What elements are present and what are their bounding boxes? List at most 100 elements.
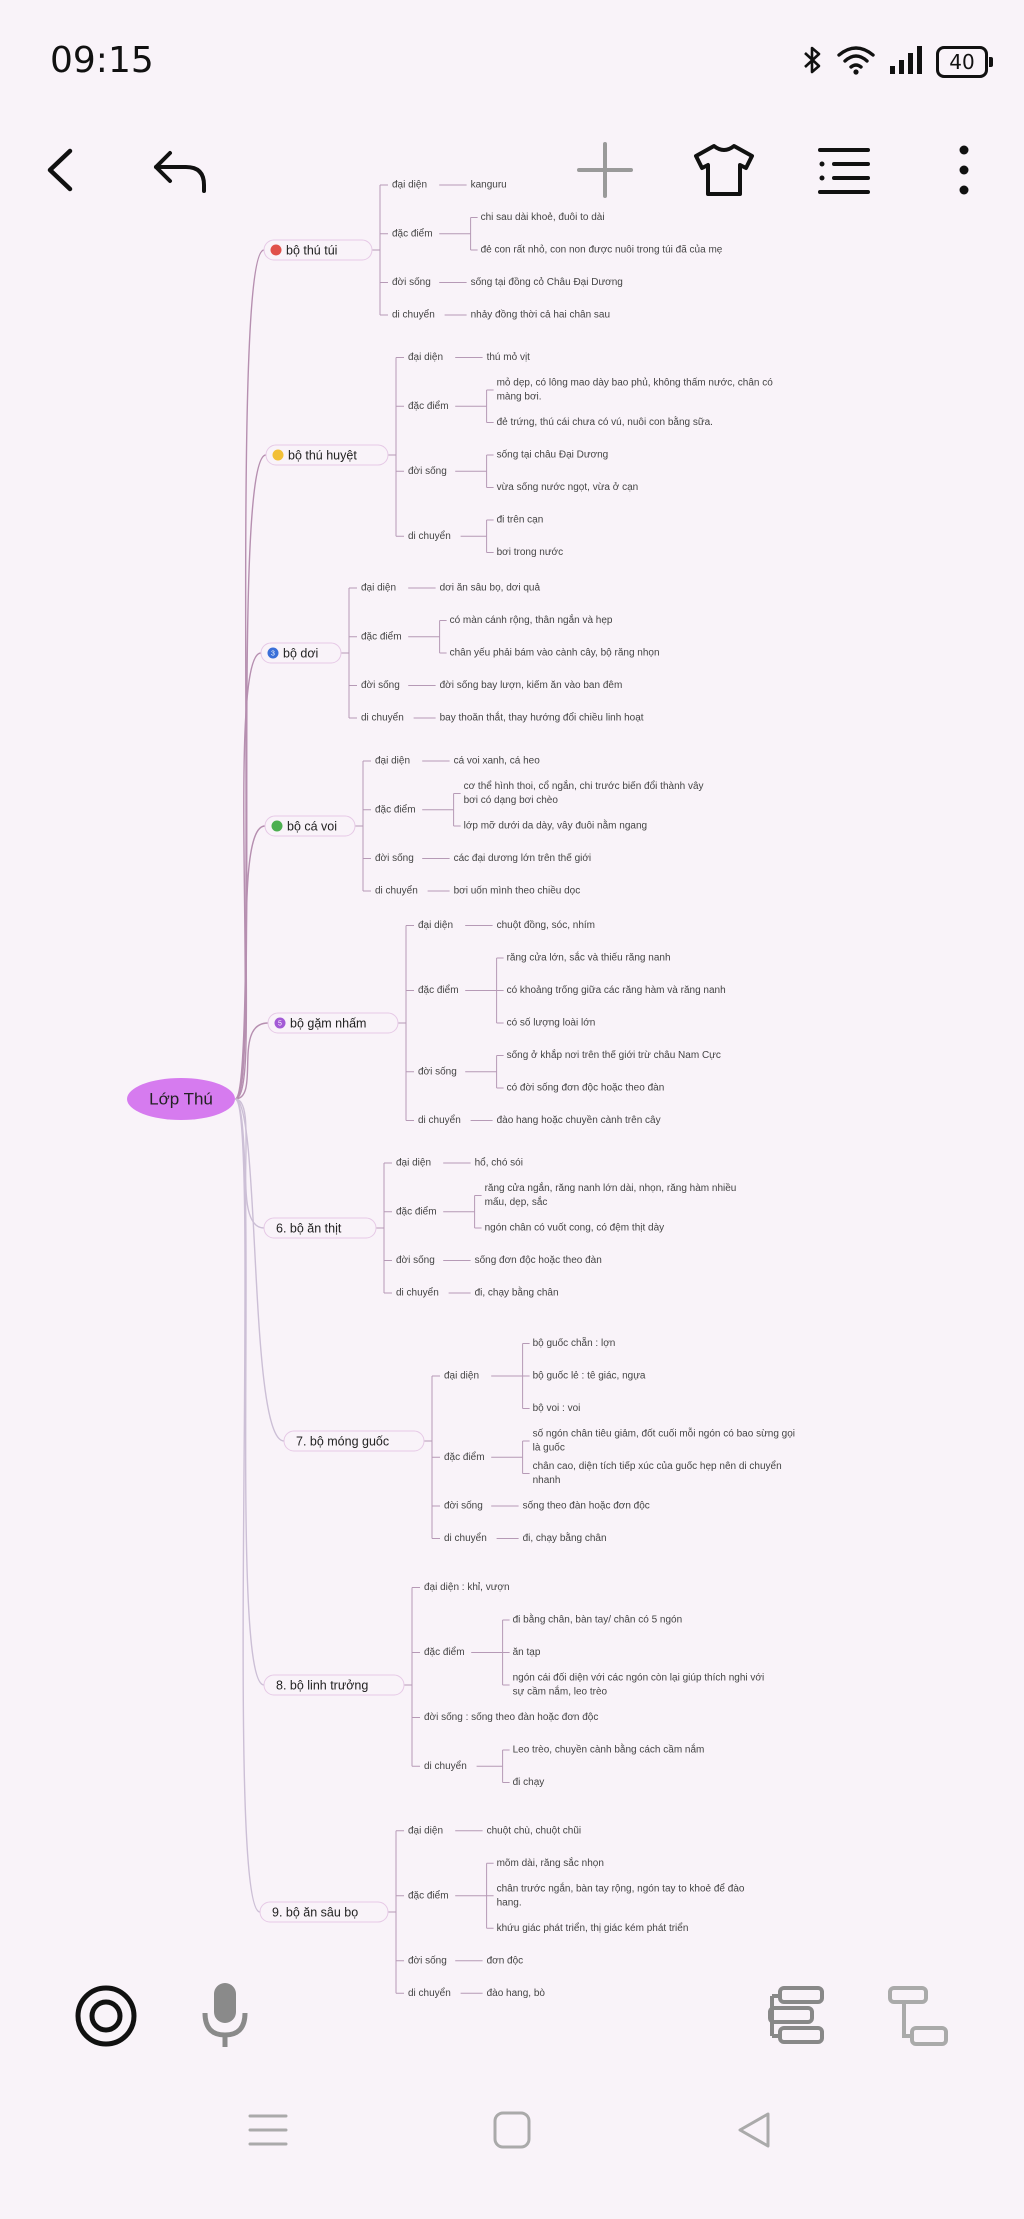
- branch-node[interactable]: [263, 239, 373, 261]
- branch-node[interactable]: [264, 815, 356, 837]
- branch-node[interactable]: [283, 1430, 425, 1452]
- child-leaf-connector: [443, 1195, 476, 1228]
- leaf-label: Leo trèo, chuyền cành bằng cách cầm nắm: [513, 1743, 705, 1756]
- layout-icon: [768, 1986, 824, 2044]
- status-bar: 09:15 40: [0, 0, 1024, 120]
- leaf-label: răng cửa lớn, sắc và thiếu răng nanh: [507, 951, 671, 964]
- branch-node[interactable]: [263, 1217, 377, 1239]
- bluetooth-icon: [802, 44, 824, 81]
- child-leaf-connector: [476, 1750, 504, 1783]
- child-leaf-connector: [465, 958, 498, 1023]
- leaf-label: kanguru: [471, 180, 507, 191]
- voice-button[interactable]: [185, 1976, 265, 2056]
- root-branch-connector: [234, 825, 266, 1100]
- structure-icon: [888, 1986, 948, 2046]
- leaf-label: mõm dài, răng sắc nhọn: [497, 1856, 604, 1869]
- branch-child-connector: [424, 1376, 433, 1539]
- child-label: di chuyển: [408, 1987, 451, 1999]
- child-label: đời sống: [396, 1254, 435, 1266]
- child-label: đại diện: [361, 583, 396, 594]
- branch-child-connector: [398, 925, 407, 1121]
- child-label: đời sống: [361, 679, 400, 691]
- signal-icon: [888, 44, 924, 81]
- target-icon: [75, 1985, 137, 2047]
- root-branch-connector: [234, 652, 262, 1100]
- child-label: di chuyển: [424, 1760, 467, 1772]
- child-label: đại diện : khỉ, vượn: [424, 1581, 510, 1593]
- child-leaf-connector: [455, 455, 488, 488]
- branch-node[interactable]: [260, 642, 342, 664]
- child-label: đại diện: [396, 1158, 431, 1169]
- leaf-label: nhanh: [533, 1475, 561, 1486]
- more-button[interactable]: [924, 130, 1004, 210]
- theme-button[interactable]: [684, 130, 764, 210]
- nav-home-button[interactable]: [482, 2100, 542, 2160]
- leaf-label: thú mỏ vịt: [487, 351, 531, 363]
- child-label: đại diện: [444, 1371, 479, 1382]
- nav-menu-button[interactable]: [238, 2100, 298, 2160]
- root-branch-connector: [234, 1098, 265, 1686]
- leaf-label: đi trên cạn: [497, 515, 544, 526]
- branch-label: bộ thú túi: [286, 243, 337, 257]
- leaf-label: bộ guốc lẻ : tê giác, ngựa: [533, 1370, 646, 1382]
- home-icon: [493, 2111, 531, 2149]
- mindmap-connectors: [234, 184, 530, 1994]
- child-label: di chuyển: [375, 885, 418, 897]
- child-label: đại diện: [375, 756, 410, 767]
- root-branch-connector: [234, 1098, 261, 1913]
- nav-back-button[interactable]: [724, 2100, 784, 2160]
- root-label: Lớp Thú: [149, 1089, 213, 1108]
- branch-node[interactable]: [265, 444, 389, 466]
- branch-child-connector: [355, 761, 364, 891]
- child-label: đời sống : sống theo đàn hoặc đơn độc: [424, 1711, 598, 1723]
- outline-button[interactable]: [804, 130, 884, 210]
- branch-node[interactable]: [259, 1901, 389, 1923]
- leaf-label: mấu, dẹp, sắc: [485, 1195, 548, 1208]
- child-label: đặc điểm: [392, 227, 433, 239]
- leaf-label: đơn độc: [487, 1955, 524, 1966]
- root-branch-connector: [234, 1098, 285, 1442]
- leaf-label: bơi có dạng bơi chèo: [464, 795, 559, 806]
- status-icons: 40: [802, 44, 993, 81]
- structure-button[interactable]: [878, 1976, 958, 2056]
- branch-node[interactable]: [267, 1012, 399, 1034]
- branch-badge-number: 3: [271, 650, 275, 657]
- child-label: đặc điểm: [375, 803, 416, 815]
- branch-node[interactable]: [263, 1674, 405, 1696]
- child-label: đời sống: [418, 1065, 457, 1077]
- leaf-label: bơi trong nước: [497, 547, 564, 558]
- leaf-label: có khoảng trống giữa các răng hàm và răn…: [507, 984, 726, 996]
- branch-badge-number: 5: [278, 1020, 282, 1027]
- root-branch-connector: [234, 1022, 269, 1100]
- branch-child-connector: [404, 1587, 413, 1767]
- layout-button[interactable]: [758, 1976, 838, 2056]
- branch-label: bộ dơi: [283, 646, 318, 660]
- leaf-label: có màn cánh rộng, thân ngắn và hẹp: [450, 613, 613, 626]
- leaf-label: đi bằng chân, bàn tay/ chân có 5 ngón: [513, 1613, 683, 1626]
- child-leaf-connector: [408, 620, 441, 653]
- leaf-label: sống ở khắp nơi trên thế giới trừ châu N…: [507, 1048, 721, 1061]
- leaf-label: sống tại đồng cỏ Châu Đại Dương: [471, 276, 623, 288]
- leaf-label: ngón cái đối diện với các ngón còn lại g…: [513, 1672, 765, 1684]
- undo-button[interactable]: [140, 130, 220, 210]
- child-label: đại diện: [418, 920, 453, 931]
- leaf-label: sống theo đàn hoặc đơn độc: [523, 1500, 650, 1512]
- branch-child-connector: [388, 357, 397, 537]
- add-node-button[interactable]: [565, 130, 645, 210]
- leaf-label: cơ thể hình thoi, cổ ngắn, chi trước biế…: [464, 779, 704, 792]
- branch-label: bộ gặm nhấm: [290, 1016, 366, 1030]
- menu-icon: [248, 2114, 288, 2146]
- root-node[interactable]: [127, 1078, 235, 1120]
- leaf-label: đi, chạy bằng chân: [475, 1286, 559, 1299]
- wifi-icon: [836, 44, 876, 81]
- leaf-label: dơi ăn sâu bọ, dơi quả: [440, 583, 541, 594]
- more-vertical-icon: [959, 145, 969, 195]
- focus-button[interactable]: [66, 1976, 146, 2056]
- leaf-label: bay thoăn thắt, thay hướng đổi chiều lin…: [440, 711, 644, 724]
- child-label: đại diện: [392, 180, 427, 191]
- leaf-label: nhảy đồng thời cả hai chân sau: [471, 309, 610, 321]
- back-button[interactable]: [20, 130, 100, 210]
- leaf-label: đào hang, bò: [487, 1988, 546, 1999]
- branch-child-connector: [376, 1163, 385, 1293]
